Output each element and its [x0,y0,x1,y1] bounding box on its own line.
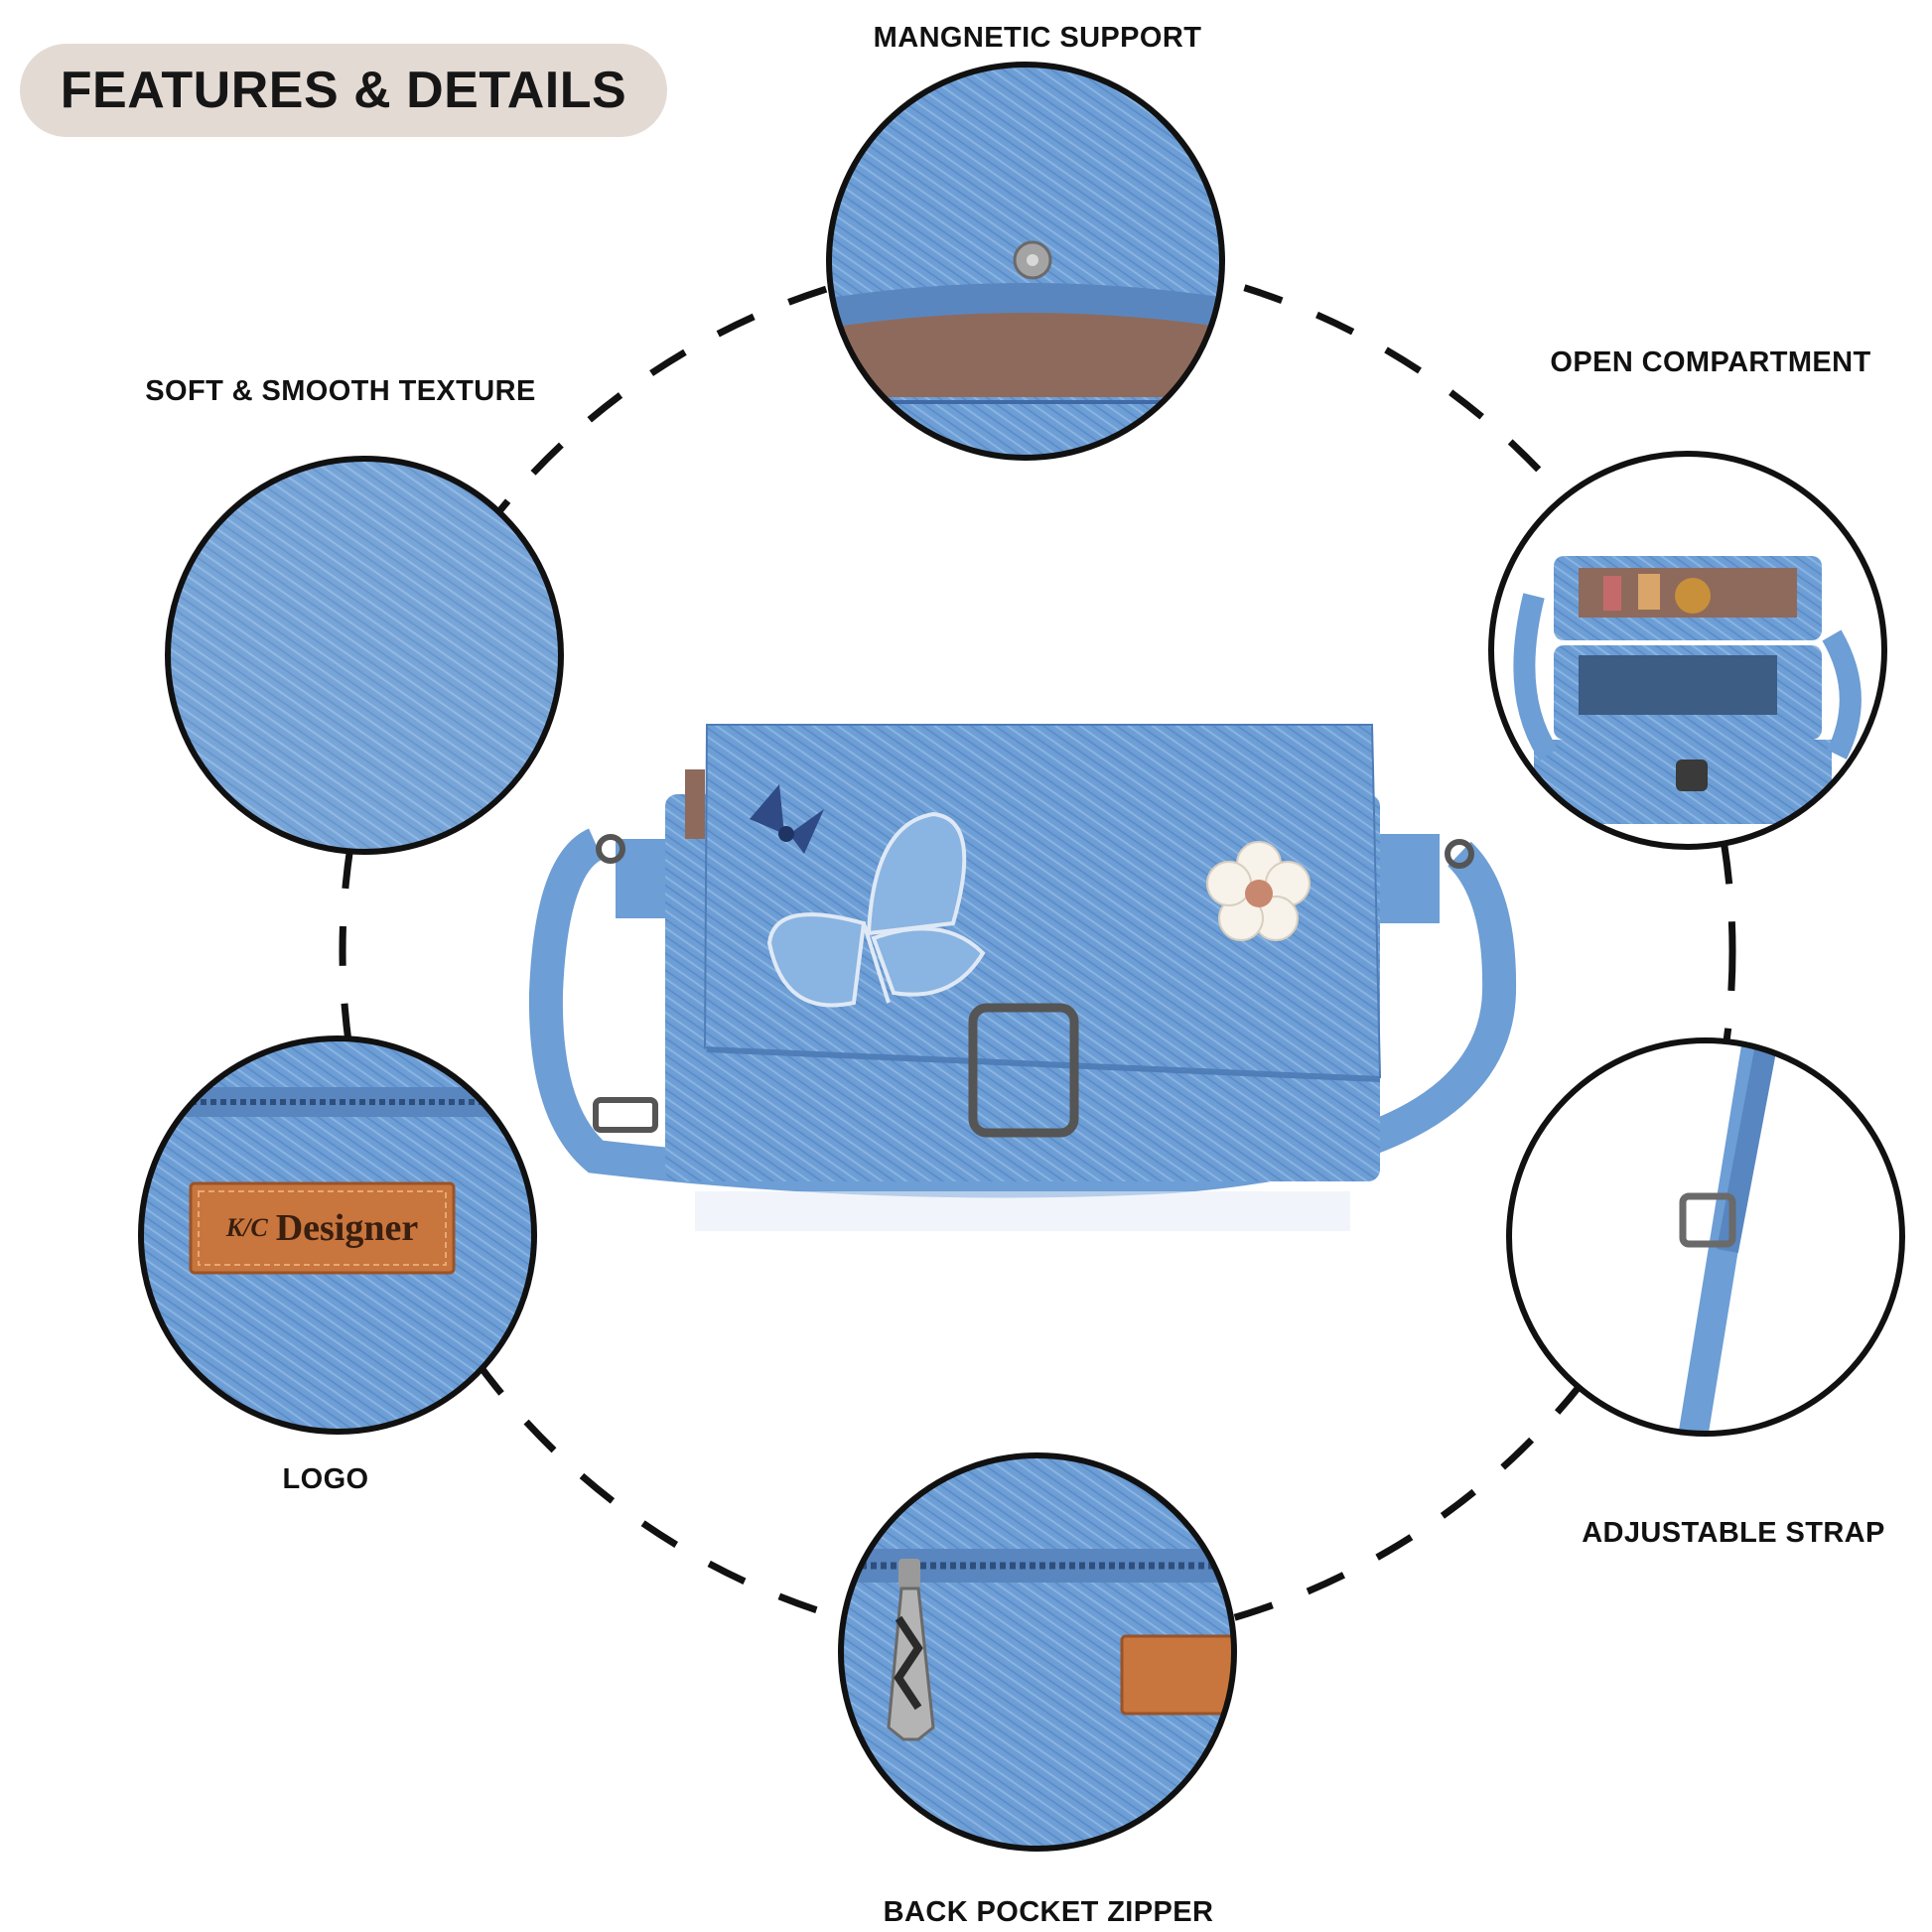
logo-monogram: K/C [225,1213,268,1242]
features-title-badge: FEATURES & DETAILS [20,44,667,137]
detail-adjustable-strap [1509,1040,1902,1434]
label-adjustable-strap: ADJUSTABLE STRAP [1582,1517,1885,1549]
features-title: FEATURES & DETAILS [60,62,627,119]
bag-main-image [528,724,1517,1231]
logo-patch-text: K/C Designer [199,1201,446,1255]
label-logo: LOGO [282,1463,369,1495]
label-back-pocket-zipper: BACK POCKET ZIPPER [883,1896,1214,1928]
detail-back-pocket-zipper [841,1455,1234,1849]
label-magnetic-support: MANGNETIC SUPPORT [873,22,1202,54]
detail-open-compartment [1491,454,1884,847]
detail-texture [168,459,561,852]
label-open-compartment: OPEN COMPARTMENT [1550,346,1871,378]
logo-brand: Designer [275,1207,419,1249]
flower-appliqué [1206,841,1311,941]
detail-logo [141,1038,534,1432]
detail-magnetic-support [829,65,1222,458]
label-soft-texture: SOFT & SMOOTH TEXTURE [145,375,536,407]
